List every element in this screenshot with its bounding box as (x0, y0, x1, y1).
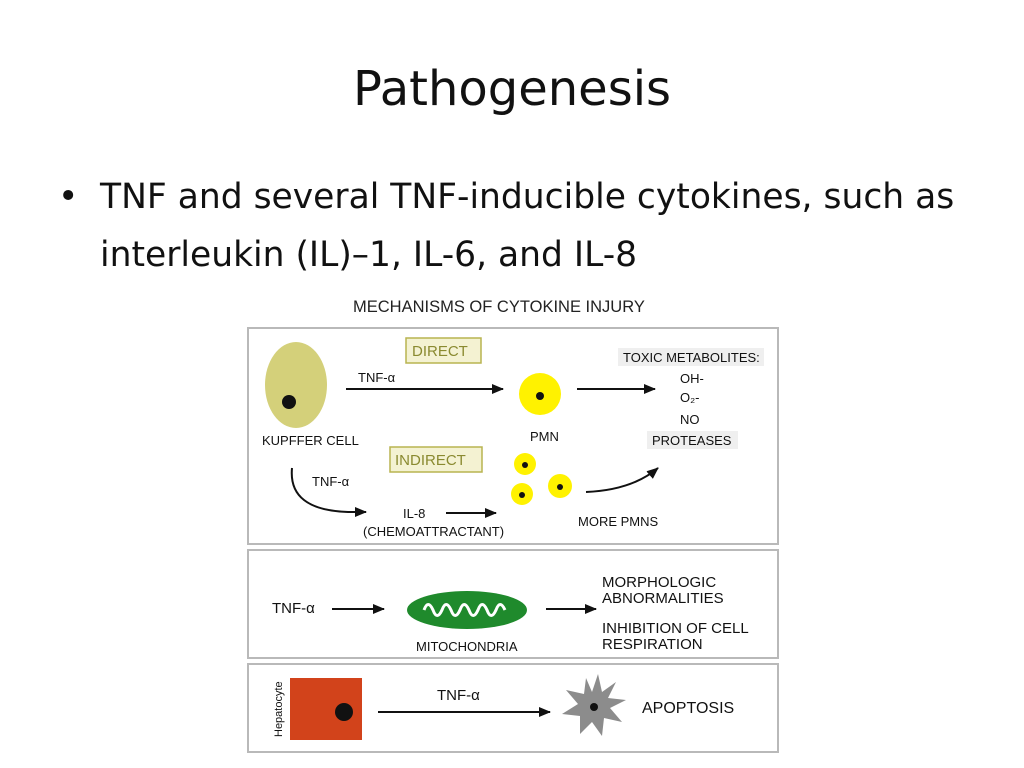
chemoattractant-label: (CHEMOATTRACTANT) (363, 524, 504, 539)
indirect-label: INDIRECT (395, 452, 466, 469)
tnf-apoptosis-label: TNF-α (437, 687, 480, 704)
pmn-small-1-nucleus (522, 462, 528, 468)
cytokine-injury-figure: MECHANISMS OF CYTOKINE INJURY DIRECT KUP… (240, 290, 785, 760)
hepatocyte-label: Hepatocyte (273, 681, 285, 737)
mitochondria-label: MITOCHONDRIA (416, 639, 518, 654)
indirect-label-box (389, 446, 483, 473)
effect-abnormalities: ABNORMALITIES (602, 590, 724, 607)
toxic-metabolites-label: TOXIC METABOLITES: (623, 350, 760, 365)
pmn-nucleus (536, 392, 544, 400)
tnf-indirect-label: TNF-α (312, 474, 350, 489)
proteases-box (647, 431, 738, 449)
pmn-small-3-nucleus (519, 492, 525, 498)
metabolite-o2: O₂- (680, 390, 700, 405)
arrow-pmns-to-proteases (585, 467, 659, 493)
pmn-label: PMN (530, 429, 559, 444)
tnf-direct-label: TNF-α (358, 370, 396, 385)
more-pmns-label: MORE PMNS (578, 514, 659, 529)
mitochondria-cristae (422, 603, 507, 617)
proteases-label: PROTEASES (652, 433, 732, 448)
il8-label: IL-8 (403, 506, 425, 521)
kupffer-nucleus (282, 395, 296, 409)
effect-morphologic: MORPHOLOGIC (602, 574, 716, 591)
tnf-mito-label: TNF-α (272, 600, 315, 617)
kupffer-cell (265, 342, 327, 428)
page-title: Pathogenesis (352, 61, 672, 117)
bullet-marker: • (58, 177, 79, 217)
bullet-item: • TNF and several TNF-inducible cytokine… (58, 168, 978, 284)
effect-respiration: RESPIRATION (602, 636, 703, 653)
arrow-kupffer-curve (290, 467, 367, 517)
figure-title: MECHANISMS OF CYTOKINE INJURY (353, 298, 645, 316)
effect-inhibition: INHIBITION OF CELL (602, 620, 749, 637)
kupffer-label: KUPFFER CELL (262, 433, 359, 448)
bullet-list: • TNF and several TNF-inducible cytokine… (58, 168, 978, 284)
hepatocyte-nucleus (335, 703, 353, 721)
mitochondria-icon (407, 591, 527, 629)
bullet-text: TNF and several TNF-inducible cytokines,… (100, 177, 955, 275)
apoptotic-nucleus (590, 703, 598, 711)
metabolite-oh: OH- (680, 371, 704, 386)
toxic-metabolites-box (618, 348, 764, 366)
apoptosis-label: APOPTOSIS (642, 700, 734, 717)
direct-label: DIRECT (412, 343, 468, 360)
pmn-small-2-nucleus (557, 484, 563, 490)
metabolite-no: NO (680, 412, 700, 427)
direct-label-box (405, 337, 482, 364)
